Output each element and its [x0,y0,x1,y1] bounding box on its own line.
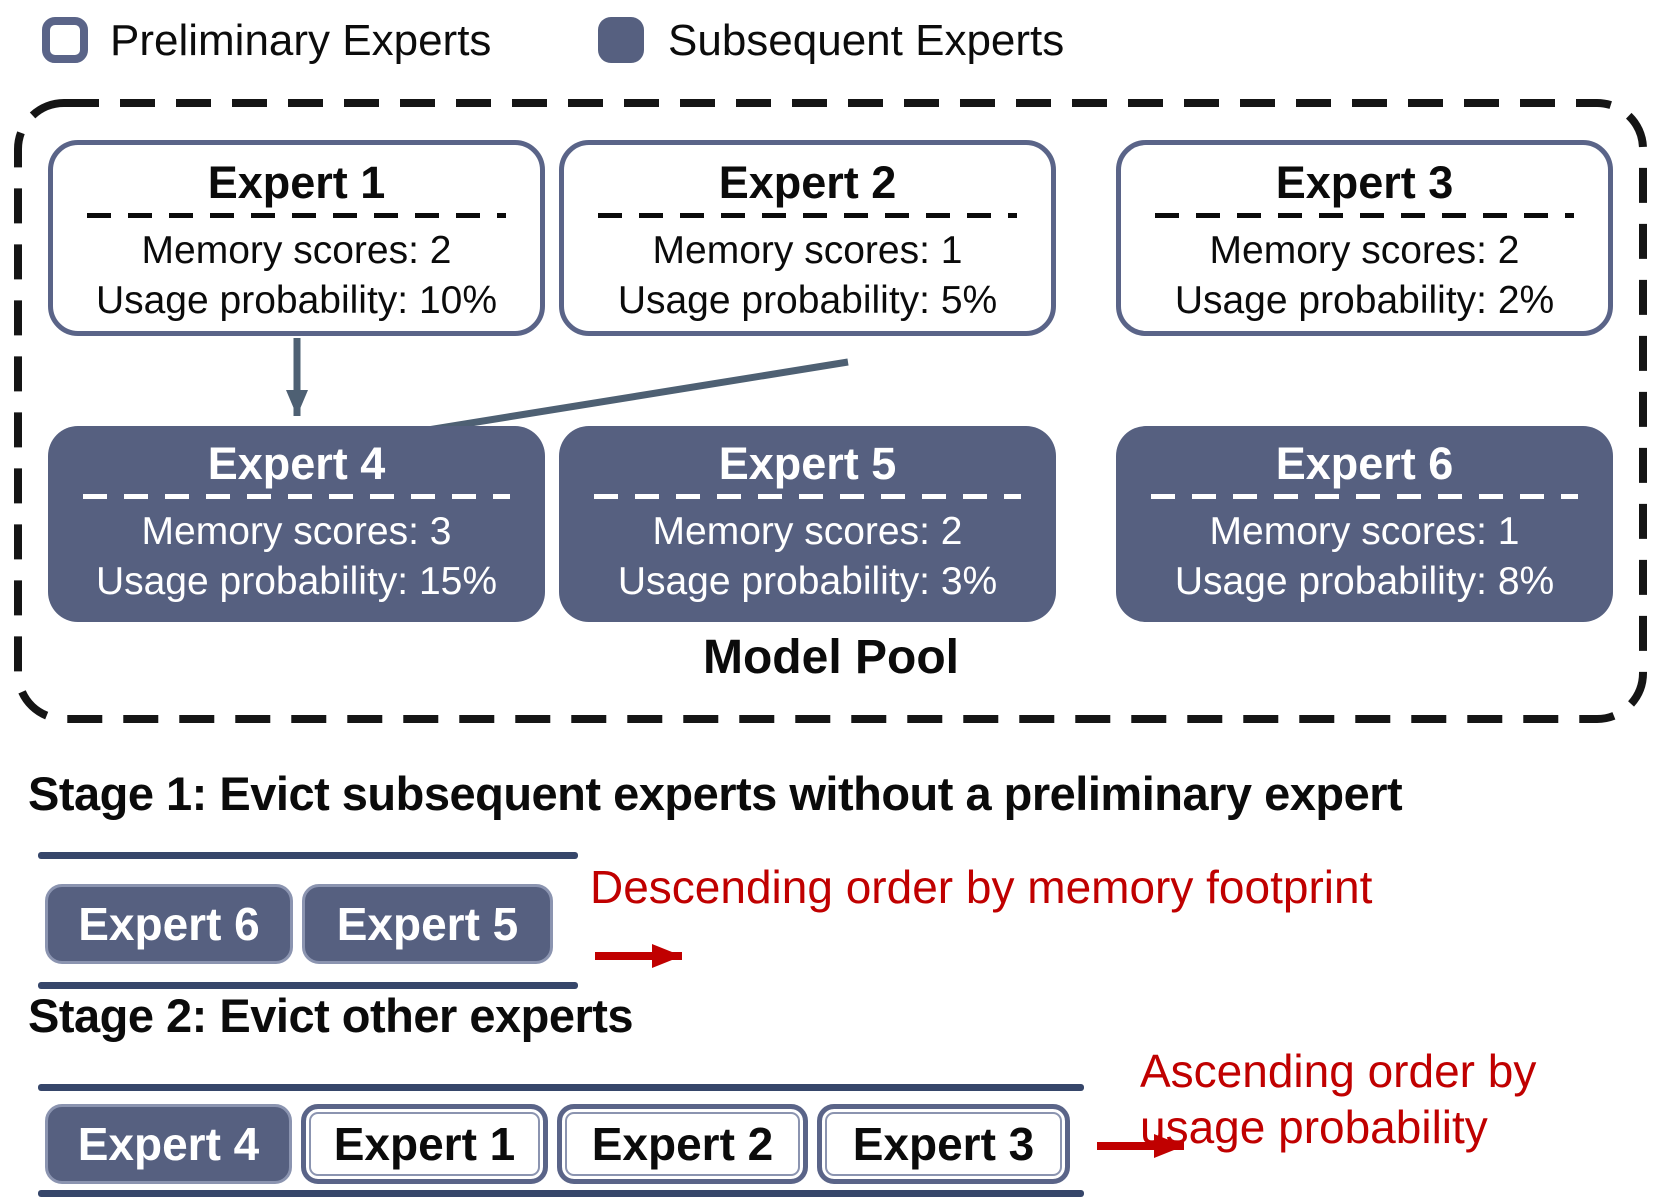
memory-score: Memory scores: 2 [1209,229,1520,272]
stage1-title: Stage 1: Evict subsequent experts withou… [28,767,1403,820]
legend-label-subsequent: Subsequent Experts [668,16,1065,65]
memory-score: Memory scores: 2 [652,510,963,553]
memory-score: Memory scores: 2 [141,229,452,272]
stage1-rail-top [38,852,578,859]
model-pool-label: Model Pool [703,631,959,684]
usage-probability: Usage probability: 15% [95,560,498,603]
expert-name: Expert 4 [207,438,386,489]
stage2-chip-expert-4: Expert 4 [45,1104,292,1184]
stage2-rail-top [38,1084,1084,1091]
stage2-rail-bottom [38,1190,1084,1197]
memory-score: Memory scores: 3 [141,510,452,553]
expert-name: Expert 5 [718,438,897,489]
stage2-caption-line1: Ascending order by [1140,1045,1537,1097]
expert-card-2: Expert 2 Memory scores: 1 Usage probabil… [559,140,1056,336]
expert-card-4: Expert 4 Memory scores: 3 Usage probabil… [48,426,545,622]
memory-score: Memory scores: 1 [652,229,963,272]
card-divider [82,494,511,499]
legend-swatch-preliminary-icon [42,17,88,63]
stage1-rail-bottom [38,982,578,989]
expert-card-1: Expert 1 Memory scores: 2 Usage probabil… [48,140,545,336]
stage1-chip-expert-5: Expert 5 [302,884,553,964]
stage2-caption-line2: usage probability [1140,1101,1488,1153]
memory-score: Memory scores: 1 [1209,510,1520,553]
usage-probability: Usage probability: 10% [95,279,498,322]
expert-name: Expert 1 [207,157,386,208]
expert-name: Expert 6 [1275,438,1454,489]
card-divider [1155,213,1574,218]
expert-name: Expert 2 [718,157,897,208]
stage2-title: Stage 2: Evict other experts [28,989,634,1042]
stage2-chip-expert-1: Expert 1 [301,1104,548,1184]
stage2-chip-expert-2: Expert 2 [557,1104,808,1184]
card-divider [598,213,1017,218]
card-divider [87,213,506,218]
usage-probability: Usage probability: 5% [617,279,998,322]
expert-card-3: Expert 3 Memory scores: 2 Usage probabil… [1116,140,1613,336]
card-divider [1150,494,1579,499]
usage-probability: Usage probability: 3% [617,560,998,603]
stage1-chip-expert-6: Expert 6 [45,884,293,964]
usage-probability: Usage probability: 8% [1174,560,1555,603]
expert-name: Expert 3 [1275,157,1454,208]
expert-card-6: Expert 6 Memory scores: 1 Usage probabil… [1116,426,1613,622]
usage-probability: Usage probability: 2% [1174,279,1555,322]
legend-swatch-subsequent-icon [598,17,644,63]
expert-card-5: Expert 5 Memory scores: 2 Usage probabil… [559,426,1056,622]
stage1-caption: Descending order by memory footprint [590,861,1373,913]
stage2-chip-expert-3: Expert 3 [817,1104,1070,1184]
card-divider [593,494,1022,499]
legend-label-preliminary: Preliminary Experts [110,16,492,65]
